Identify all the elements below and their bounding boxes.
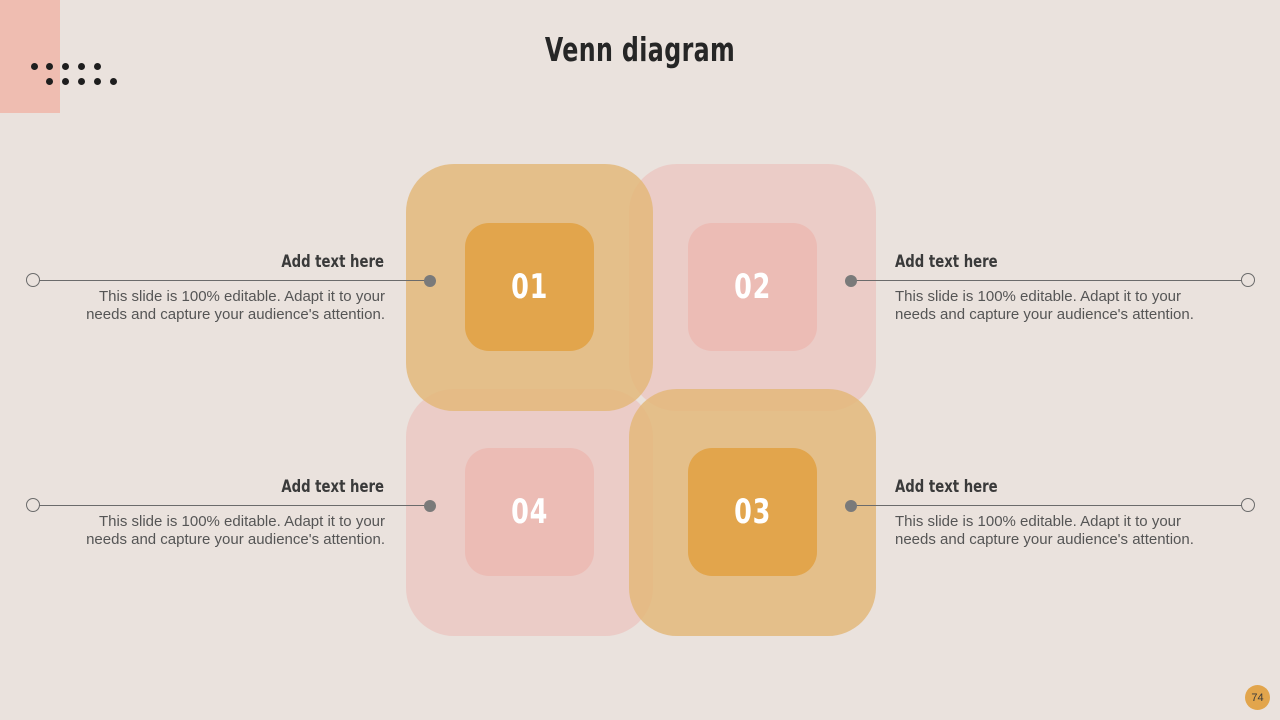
number-tile-04: 04 <box>465 448 594 576</box>
pattern-dot <box>46 63 53 70</box>
pattern-dot <box>110 78 117 85</box>
callout-body: This slide is 100% editable. Adapt it to… <box>895 288 1194 323</box>
callout-body: This slide is 100% editable. Adapt it to… <box>895 513 1194 548</box>
connector-end-circle <box>26 273 40 287</box>
connector-line <box>852 280 1242 281</box>
number-tile-01: 01 <box>465 223 594 351</box>
connector-dot <box>424 500 436 512</box>
connector-dot <box>845 500 857 512</box>
connector-line <box>852 505 1242 506</box>
page-title: Venn diagram <box>544 30 736 69</box>
pattern-dot <box>94 78 101 85</box>
connector-dot <box>424 275 436 287</box>
callout-body: This slide is 100% editable. Adapt it to… <box>86 513 385 548</box>
number-label: 01 <box>510 267 548 307</box>
connector-line <box>39 505 429 506</box>
number-label: 04 <box>510 492 548 532</box>
connector-line <box>39 280 429 281</box>
pattern-dot <box>31 63 38 70</box>
callout-heading: Add text here <box>281 252 384 272</box>
number-tile-02: 02 <box>688 223 817 351</box>
number-tile-03: 03 <box>688 448 817 576</box>
pattern-dot <box>62 63 69 70</box>
corner-accent-block <box>0 0 60 113</box>
pattern-dot <box>94 63 101 70</box>
pattern-dot <box>62 78 69 85</box>
connector-end-circle <box>1241 498 1255 512</box>
number-label: 02 <box>733 267 771 307</box>
pattern-dot <box>78 78 85 85</box>
connector-dot <box>845 275 857 287</box>
callout-body: This slide is 100% editable. Adapt it to… <box>86 288 385 323</box>
pattern-dot <box>78 63 85 70</box>
callout-heading: Add text here <box>895 252 998 272</box>
pattern-dot <box>46 78 53 85</box>
number-label: 03 <box>733 492 771 532</box>
connector-end-circle <box>1241 273 1255 287</box>
callout-heading: Add text here <box>281 477 384 497</box>
connector-end-circle <box>26 498 40 512</box>
callout-heading: Add text here <box>895 477 998 497</box>
page-number-badge: 74 <box>1245 685 1270 710</box>
